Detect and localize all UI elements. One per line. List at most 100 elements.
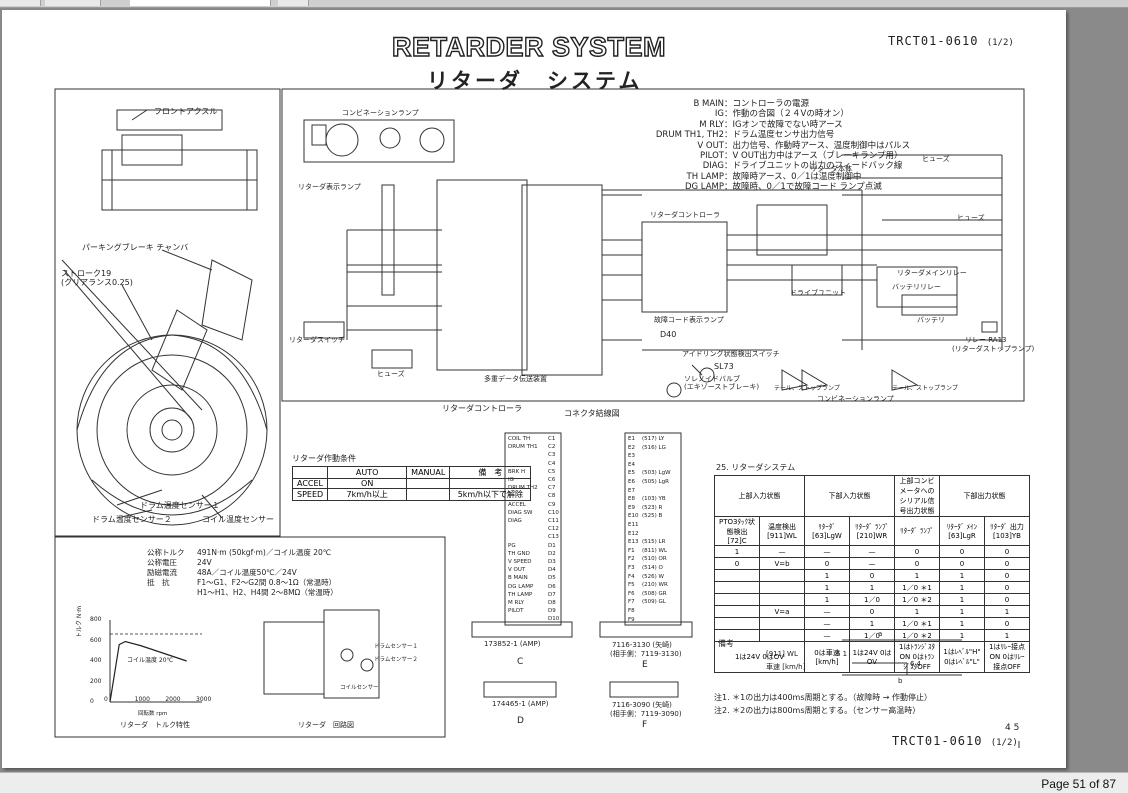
table-cell: 0 <box>894 557 940 570</box>
legend-cell: 1は24V 0はOV <box>714 641 805 673</box>
legend-desc: 故障時アース、0／1は温度制御中 <box>732 171 862 182</box>
legend-cell: 1はﾄﾗﾝｼﾞｽﾀON 0はﾄﾗﾝｼﾞｽﾀOFF <box>894 641 940 673</box>
pin-wire: (508) GR <box>642 590 667 597</box>
frame-wiring <box>281 88 1025 402</box>
legend-desc: 作動の合図（２４Vの時オン） <box>732 109 849 120</box>
pin-label: E8 <box>628 496 635 503</box>
toolbar-input[interactable] <box>130 0 271 6</box>
table-cell: 1 <box>939 581 985 594</box>
pin-signal: COIL TH <box>508 436 531 442</box>
pin-signal: DG LAMP <box>508 583 534 590</box>
pin-label: C11 <box>548 518 559 524</box>
table-cell: 0 <box>984 569 1030 582</box>
chart-ylabel: トルク N·m <box>76 605 83 638</box>
label-clearance: (クリアランス0.25) <box>61 278 133 287</box>
table-cell: 1 <box>804 593 850 606</box>
pin-signal: PILOT <box>508 608 524 615</box>
conn-f-letter: F <box>642 720 648 730</box>
pin-signal: ACCEL <box>508 501 526 508</box>
table-cell <box>759 629 805 642</box>
column-header: ﾘﾀｰﾀﾞ 出力 [103]YB <box>984 516 1030 546</box>
table-cell: 1／0 ＊1 <box>894 581 940 594</box>
spec-key: 公称電圧 <box>147 558 177 567</box>
schematic-drawing <box>54 88 1025 748</box>
table-cell: — <box>759 545 805 558</box>
toolbar-segment[interactable] <box>278 0 309 6</box>
doc-part: (1/2) <box>990 738 1018 748</box>
label-exhaust-brake: (エキゾーストブレーキ) <box>684 383 760 391</box>
drum-sensor-b: ドラムセンサー２ <box>374 657 418 663</box>
legend-desc: ドラム温度センサ出力信号 <box>732 130 835 141</box>
note-1: 注1. ＊1の出力は400ms周期とする。（故障時 → 作動停止） <box>714 693 933 702</box>
pin-label: E12 <box>628 530 639 537</box>
pin-label: F6 <box>628 590 635 597</box>
label-solenoid: ソレノイドバルブ <box>684 375 740 383</box>
legend-cell: 1は24V 0はOV <box>849 641 895 673</box>
y-tick-label: 400 <box>90 657 102 664</box>
toolbar-segment[interactable] <box>45 0 101 6</box>
table-cell: — <box>804 617 850 630</box>
table-cell: 1／0 ＊2 <box>894 593 940 606</box>
toolbar-segment[interactable] <box>0 0 41 6</box>
pin-label: F5 <box>628 582 635 589</box>
legend-row: B MAIN：コントローラの電源 <box>614 99 910 109</box>
pin-label: D10 <box>548 616 560 623</box>
y-tick-label: 0 <box>90 698 94 705</box>
pin-label: D6 <box>548 583 556 590</box>
group-header: 下部入力状態 <box>804 475 895 517</box>
table-cell: 1 <box>849 581 895 594</box>
pin-label: E13 <box>628 539 639 546</box>
table-cell: 1 <box>894 605 940 618</box>
spec-row: H1～H1、H2、H4間 2～8MΩ（常温時） <box>147 588 338 598</box>
label-fault-lamp: 故障コード表示ランプ <box>654 316 724 324</box>
pin-label: C9 <box>548 501 556 508</box>
column-header: PTO3ﾀｯｸ状態検出 [72]C <box>714 516 760 546</box>
pin-label: C13 <box>548 534 559 541</box>
legend-key: DRUM TH1, TH2 <box>655 130 724 141</box>
pin-label: F8 <box>628 608 635 614</box>
label-idle-switch: アイドリング状態検出スイッチ <box>682 350 780 358</box>
pin-label: C10 <box>548 509 559 516</box>
pin-label: D9 <box>548 608 556 615</box>
column-header: 温度検出 [911]WL <box>759 516 805 546</box>
pin-signal: TH LAMP <box>508 591 533 598</box>
x-tick-label: 1000 <box>134 696 150 703</box>
label-parking-brake: パーキングブレーキ チャンバ <box>82 243 189 252</box>
table-cell: V=a <box>759 605 805 618</box>
label-coil-sensor: コイル温度センサー <box>202 515 274 524</box>
system-table-title: 25. リターダシステム <box>716 463 796 472</box>
table-cell: 1 <box>804 581 850 594</box>
label-fuse-left: ヒューズ <box>377 370 405 378</box>
drum-sensor-a: ドラムセンサー１ <box>374 644 418 650</box>
table-cell: 0 <box>714 557 760 570</box>
label-drum-sensor-2: ドラム温度センサー２ <box>92 515 172 524</box>
conn-d-letter: D <box>517 716 524 726</box>
label-drum-sensor-1: ドラム温度センサー１ <box>140 501 220 510</box>
cond-cell <box>449 478 532 489</box>
table-cell: 0 <box>849 569 895 582</box>
table-cell: 0 <box>804 557 850 570</box>
pin-label: E7 <box>628 487 635 494</box>
cond-cell: SPEED <box>291 488 329 501</box>
table-cell: 1 <box>939 629 985 642</box>
pin-label: C3 <box>548 452 556 459</box>
pin-label: E2 <box>628 444 635 451</box>
legend-key: PILOT <box>700 151 724 162</box>
pin-label: D7 <box>548 591 556 598</box>
conn-c-letter: C <box>517 657 524 667</box>
y-tick-label: 200 <box>90 677 102 685</box>
pin-wire: (509) GL <box>642 599 666 606</box>
table-cell: V=b <box>759 557 805 570</box>
page-title: RETARDER SYSTEM <box>391 31 667 62</box>
pin-wire: (514) O <box>642 565 663 571</box>
table-cell: — <box>849 545 895 558</box>
pin-signal: PG <box>508 542 516 549</box>
group-header: 下部出力状態 <box>939 475 1030 517</box>
page-indicator: Page 51 of 87 <box>1041 777 1116 791</box>
